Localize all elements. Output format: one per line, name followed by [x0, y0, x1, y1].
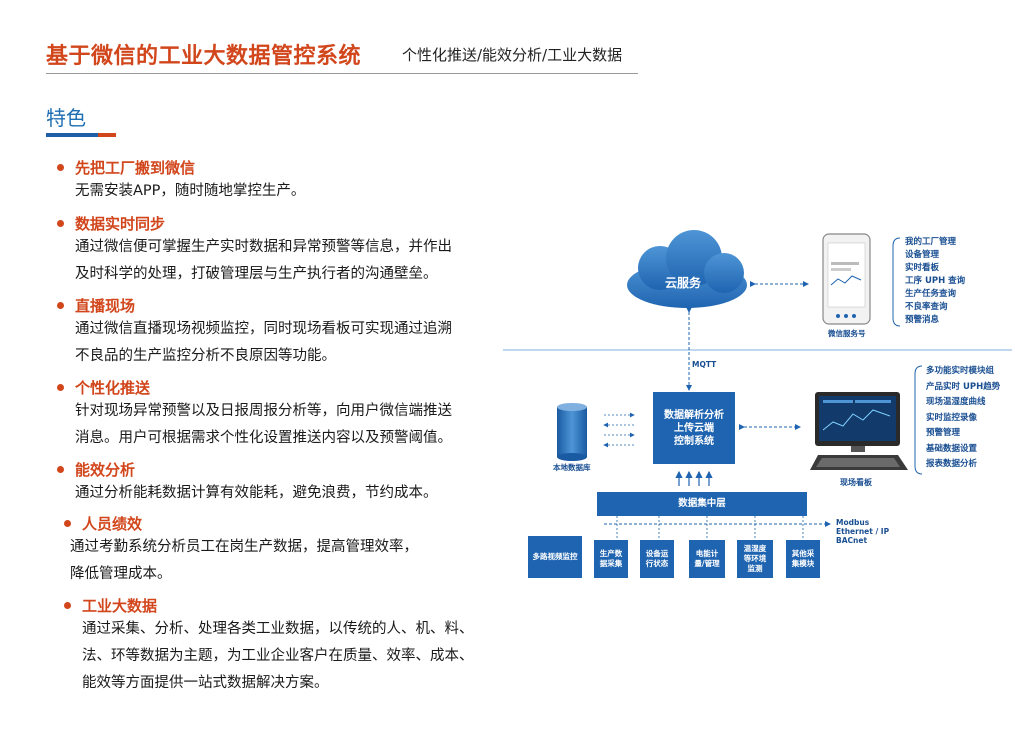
- phone-caption: 微信服务号: [828, 329, 866, 338]
- feature-item: 人员绩效 通过考勤系统分析员工在岗生产数据，提高管理效率， 降低管理成本。: [64, 512, 418, 588]
- feature-title: 个性化推送: [75, 378, 151, 397]
- feature-desc-line: 及时科学的处理，打破管理层与生产执行者的沟通壁垒。: [75, 266, 438, 282]
- section-title: 特色: [46, 106, 86, 130]
- module-label: 生产数: [599, 549, 623, 558]
- module-label: 量/管理: [694, 559, 720, 568]
- monitor-icon: [810, 392, 908, 470]
- mqtt-label: MQTT: [692, 360, 717, 369]
- bullet-icon: [64, 601, 71, 609]
- title-divider: [46, 73, 638, 74]
- center-box-line: 控制系统: [674, 435, 714, 447]
- menu-item: 实时看板: [905, 263, 940, 273]
- protocol-item: Modbus: [836, 518, 870, 527]
- database-caption: 本地数据库: [553, 463, 591, 472]
- feature-title: 工业大数据: [82, 596, 158, 615]
- module-box: 生产数 据采集: [594, 540, 628, 578]
- module-box: 电能计 量/管理: [689, 540, 725, 578]
- feature-desc-line: 降低管理成本。: [70, 566, 172, 582]
- module-label: 其他采: [791, 549, 815, 558]
- menu-item: 多功能实时模块组: [926, 366, 995, 376]
- feature-item: 工业大数据 通过采集、分析、处理各类工业数据，以传统的人、机、料、 法、环等数据…: [64, 594, 474, 697]
- menu-item: 报表数据分析: [926, 459, 978, 469]
- bracket: [892, 237, 901, 327]
- feature-desc-line: 法、环等数据为主题，为工业企业客户在质量、效率、成本、: [82, 648, 474, 664]
- feature-desc-line: 针对现场异常预警以及日报周报分析等，向用户微信端推送: [75, 403, 452, 419]
- section-underline: [46, 133, 98, 137]
- module-box: 设备运 行状态: [640, 540, 674, 578]
- wechat-menu: 我的工厂管理 设备管理 实时看板 工序 UPH 查询 生产任务查询 不良率查询 …: [905, 236, 965, 327]
- monitor-caption: 现场看板: [840, 478, 872, 487]
- feature-item: 能效分析 通过分析能耗数据计算有效能耗，避免浪费，节约成本。: [57, 458, 438, 507]
- protocol-list: Modbus Ethernet / IP BACnet: [836, 518, 889, 545]
- menu-item: 产品实时 UPH趋势: [926, 381, 1001, 392]
- feature-item: 个性化推送 针对现场异常预警以及日报周报分析等，向用户微信端推送 消息。用户可根…: [57, 376, 452, 452]
- feature-item: 先把工厂搬到微信 无需安装APP，随时随地掌控生产。: [57, 156, 305, 205]
- feature-title: 数据实时同步: [75, 214, 166, 233]
- feature-item: 直播现场 通过微信直播现场视频监控，同时现场看板可实现通过追溯 不良品的生产监控…: [57, 294, 452, 370]
- module-label: 电能计: [695, 549, 719, 558]
- menu-item: 预警消息: [905, 315, 940, 325]
- menu-item: 生产任务查询: [905, 289, 957, 299]
- cloud-icon: [627, 230, 747, 308]
- bullet-icon: [57, 163, 64, 171]
- module-label: 行状态: [645, 559, 669, 568]
- module-box: 温湿度 等环境 监测: [737, 540, 773, 578]
- page-title: 基于微信的工业大数据管控系统: [46, 44, 362, 69]
- section-underline-accent: [98, 133, 116, 137]
- feature-desc-line: 通过分析能耗数据计算有效能耗，避免浪费，节约成本。: [75, 485, 438, 501]
- page-subtitle: 个性化推送/能效分析/工业大数据: [402, 46, 623, 64]
- menu-item: 不良率查询: [905, 302, 948, 312]
- bullet-icon: [57, 465, 64, 473]
- feature-desc-line: 通过微信便可掌握生产实时数据和异常预警等信息，并作出: [75, 239, 452, 255]
- phone-icon: [822, 233, 871, 325]
- center-box: 数据解析分析 上传云端 控制系统: [653, 392, 735, 464]
- feature-title: 直播现场: [75, 296, 136, 315]
- protocol-item: BACnet: [836, 536, 868, 545]
- module-label: 设备运: [645, 549, 669, 558]
- feature-desc-line: 无需安装APP，随时随地掌控生产。: [75, 183, 306, 199]
- menu-item: 基础数据设置: [926, 443, 978, 454]
- menu-item: 实时监控录像: [926, 412, 978, 423]
- feature-desc-line: 能效等方面提供一站式数据解决方案。: [82, 675, 329, 691]
- module-label: 多路视频监控: [532, 552, 578, 561]
- bullet-icon: [57, 301, 64, 309]
- center-box-line: 上传云端: [674, 422, 714, 434]
- module-label: 等环境: [743, 554, 767, 563]
- module-box-video: 多路视频监控: [528, 536, 582, 578]
- bracket: [914, 365, 923, 475]
- module-label: 集模块: [791, 559, 815, 568]
- module-box: 其他采 集模块: [786, 540, 820, 578]
- feature-title: 人员绩效: [82, 514, 143, 533]
- feature-desc-line: 消息。用户可根据需求个性化设置推送内容以及预警阈值。: [75, 430, 452, 446]
- data-hub-bar: 数据集中层: [597, 492, 807, 516]
- bullet-icon: [64, 519, 71, 527]
- menu-item: 现场温湿度曲线: [926, 397, 986, 407]
- module-label: 温湿度: [743, 544, 767, 553]
- menu-item: 预警管理: [926, 428, 961, 438]
- menu-item: 我的工厂管理: [905, 237, 957, 247]
- center-box-line: 数据解析分析: [664, 409, 724, 421]
- menu-item: 设备管理: [905, 250, 940, 260]
- feature-desc-line: 通过采集、分析、处理各类工业数据，以传统的人、机、料、: [82, 621, 474, 637]
- feature-desc-line: 不良品的生产监控分析不良原因等功能。: [75, 348, 336, 364]
- feature-desc-line: 通过考勤系统分析员工在岗生产数据，提高管理效率，: [70, 539, 418, 555]
- board-menu: 多功能实时模块组 产品实时 UPH趋势 现场温湿度曲线 实时监控录像 预警管理 …: [926, 364, 1000, 473]
- bullet-icon: [57, 219, 64, 227]
- bullet-icon: [57, 383, 64, 391]
- feature-title: 先把工厂搬到微信: [75, 158, 196, 177]
- database-icon: [557, 403, 587, 461]
- menu-item: 工序 UPH 查询: [905, 276, 966, 286]
- feature-desc-line: 通过微信直播现场视频监控，同时现场看板可实现通过追溯: [75, 321, 452, 337]
- module-label: 据采集: [599, 559, 623, 568]
- cloud-label: 云服务: [665, 276, 702, 290]
- protocol-item: Ethernet / IP: [836, 527, 890, 536]
- feature-item: 数据实时同步 通过微信便可掌握生产实时数据和异常预警等信息，并作出 及时科学的处…: [57, 212, 452, 288]
- module-label: 监测: [747, 564, 763, 573]
- feature-title: 能效分析: [75, 460, 136, 479]
